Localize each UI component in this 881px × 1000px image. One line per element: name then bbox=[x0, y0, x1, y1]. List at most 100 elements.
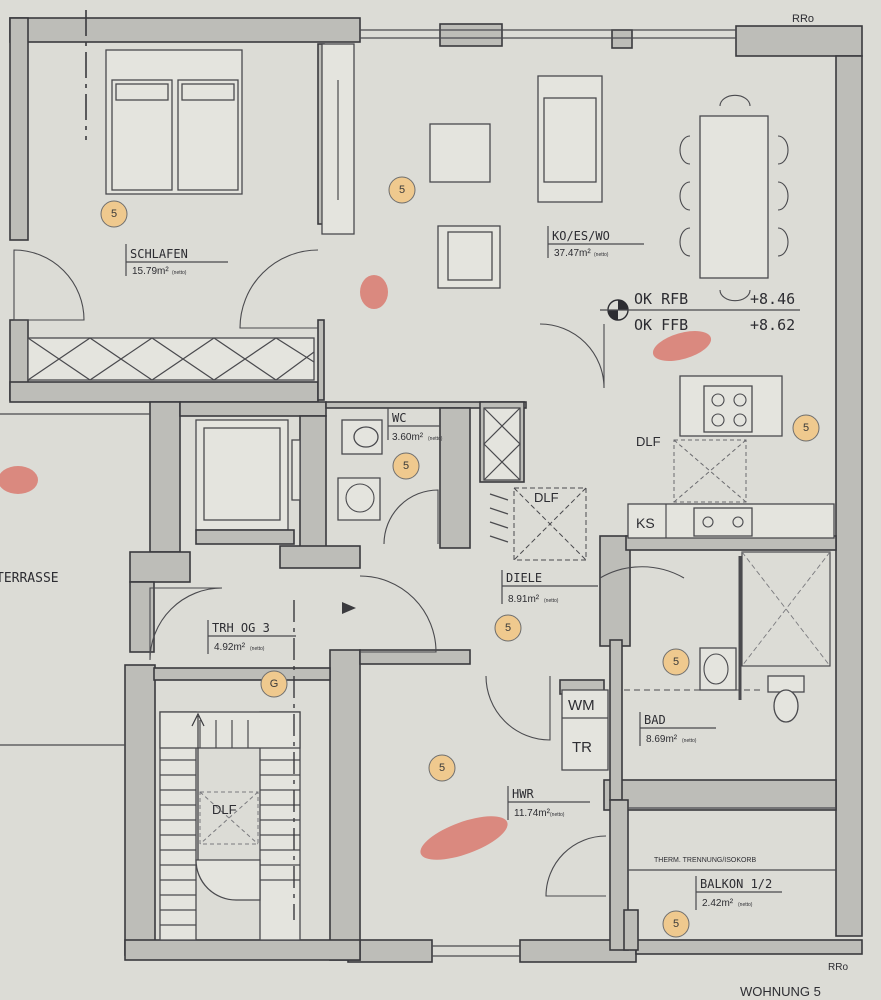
stain-2 bbox=[652, 331, 712, 361]
stair-run-left bbox=[159, 711, 197, 941]
bad-name: BAD bbox=[644, 713, 666, 727]
ks-label: KS bbox=[636, 515, 655, 531]
wm-label: WM bbox=[568, 697, 595, 714]
stain-3 bbox=[0, 466, 38, 494]
badge-trh bbox=[260, 670, 288, 698]
skylight bbox=[513, 487, 587, 561]
wall-lift-right bbox=[299, 415, 327, 557]
pillow-left bbox=[115, 83, 169, 101]
wall-lift-top bbox=[179, 401, 327, 417]
wc-door bbox=[383, 489, 439, 545]
ok-ffb-value: +8.62 bbox=[750, 316, 795, 334]
hood-outline bbox=[673, 439, 747, 503]
lift-door bbox=[195, 529, 295, 545]
wall-wc-right bbox=[439, 407, 471, 549]
bad-washbasin bbox=[699, 647, 737, 691]
wall-wc-top bbox=[325, 401, 527, 409]
hwr-name: HWR bbox=[512, 787, 534, 801]
room-terrasse: TERRASSE bbox=[0, 413, 150, 746]
stair-skylight-cross bbox=[199, 791, 259, 845]
wall-bad-left-lower bbox=[609, 639, 623, 801]
shaft bbox=[483, 407, 521, 481]
badge-ko-es-wo bbox=[388, 176, 416, 204]
hwr-area: 11.74m² bbox=[514, 808, 551, 819]
balkon-unit: (netto) bbox=[738, 902, 753, 908]
room-balkon: THERM. TRENNUNG/ISOKORB BALKON 1/2 2.42m… bbox=[628, 807, 836, 910]
shower-cross bbox=[741, 551, 831, 667]
trh-name: TRH OG 3 bbox=[212, 621, 270, 635]
door-schlafen-left bbox=[13, 249, 85, 321]
schlafen-unit: (netto) bbox=[172, 270, 187, 276]
door-schlafen-right bbox=[239, 249, 319, 329]
door-bad bbox=[599, 566, 685, 579]
badge-balkon-text: 5 bbox=[673, 918, 679, 930]
burner-3 bbox=[711, 413, 725, 427]
badge-kitchen-text: 5 bbox=[803, 422, 809, 434]
badge-wc-text: 5 bbox=[403, 460, 409, 472]
burner-2 bbox=[733, 393, 747, 407]
stains bbox=[0, 275, 712, 860]
wc-washbasin bbox=[337, 477, 381, 521]
wc-toilet-bowl bbox=[353, 426, 379, 448]
wall-trh-left-top bbox=[129, 551, 191, 583]
stair-arrow-head bbox=[191, 712, 205, 727]
room-diele: DLF DIELE 8.91m² (netto) bbox=[359, 323, 685, 741]
hood-cross bbox=[673, 439, 747, 503]
badge-bad-text: 5 bbox=[673, 656, 679, 668]
wall-stair-left bbox=[124, 664, 156, 956]
terrasse-name: TERRASSE bbox=[0, 571, 59, 586]
stair-run-right bbox=[259, 711, 301, 941]
room-hwr: HWR 11.74m² (netto) bbox=[507, 786, 607, 897]
badge-schlafen-text: 5 bbox=[111, 208, 117, 220]
trh-area: 4.92m² bbox=[214, 642, 246, 653]
wall-bad-left bbox=[599, 535, 631, 647]
burner-4 bbox=[733, 413, 747, 427]
wall-bottom-right bbox=[635, 939, 863, 955]
room-schlafen: SCHLAFEN 15.79m² (netto) bbox=[13, 10, 355, 381]
dlf-stair: DLF bbox=[212, 802, 237, 817]
wall-top-right bbox=[735, 25, 863, 57]
shower bbox=[741, 551, 831, 667]
staircase: DLF TRH OG 3 4.92m² (netto) bbox=[149, 587, 356, 941]
trh-unit: (netto) bbox=[250, 646, 265, 652]
pillow-right bbox=[181, 83, 235, 101]
stair-steps-right bbox=[260, 759, 300, 881]
walls bbox=[9, 17, 863, 963]
wall-top-left bbox=[9, 17, 361, 43]
badge-diele bbox=[494, 614, 522, 642]
armchair-seat bbox=[447, 231, 493, 281]
schlafen-area: 15.79m² bbox=[132, 266, 169, 277]
sofa-seat bbox=[543, 97, 597, 183]
burner-1 bbox=[711, 393, 725, 407]
wall-schlafen-bottom bbox=[9, 381, 319, 403]
hwr-unit: (netto) bbox=[550, 812, 565, 818]
wohnung-label: WOHNUNG 5 bbox=[740, 984, 821, 999]
ok-ffb-label: OK FFB bbox=[634, 316, 688, 334]
badge-balkon bbox=[662, 910, 690, 938]
dlf-diele: DLF bbox=[534, 490, 559, 505]
chair-bottom bbox=[719, 289, 751, 302]
lift-panel bbox=[291, 439, 301, 501]
bad-toilet-bowl bbox=[773, 689, 799, 723]
badge-wc bbox=[392, 452, 420, 480]
hatch-marks bbox=[489, 493, 509, 543]
wall-bad-bottom bbox=[603, 779, 837, 811]
ko-es-wo-name: KO/ES/WO bbox=[552, 229, 610, 243]
window-band-cross bbox=[27, 337, 315, 381]
wall-hwr-top bbox=[359, 649, 471, 665]
chairs-right bbox=[777, 135, 789, 257]
shaft-cross bbox=[483, 407, 521, 481]
wall-balkon-corner bbox=[623, 909, 639, 951]
sink-bowl-1 bbox=[702, 516, 714, 528]
wall-stair-bottom bbox=[124, 939, 361, 961]
diele-area: 8.91m² bbox=[508, 594, 540, 605]
badge-trh-text: G bbox=[270, 678, 279, 690]
badge-diele-text: 5 bbox=[505, 622, 511, 634]
kitchen-sink bbox=[693, 507, 753, 537]
wardrobe bbox=[321, 43, 355, 235]
door-trh-entry bbox=[149, 587, 223, 661]
wall-top-pier bbox=[439, 23, 503, 47]
stain-1 bbox=[360, 275, 388, 309]
rro-bottom-label: RRo bbox=[828, 962, 848, 973]
